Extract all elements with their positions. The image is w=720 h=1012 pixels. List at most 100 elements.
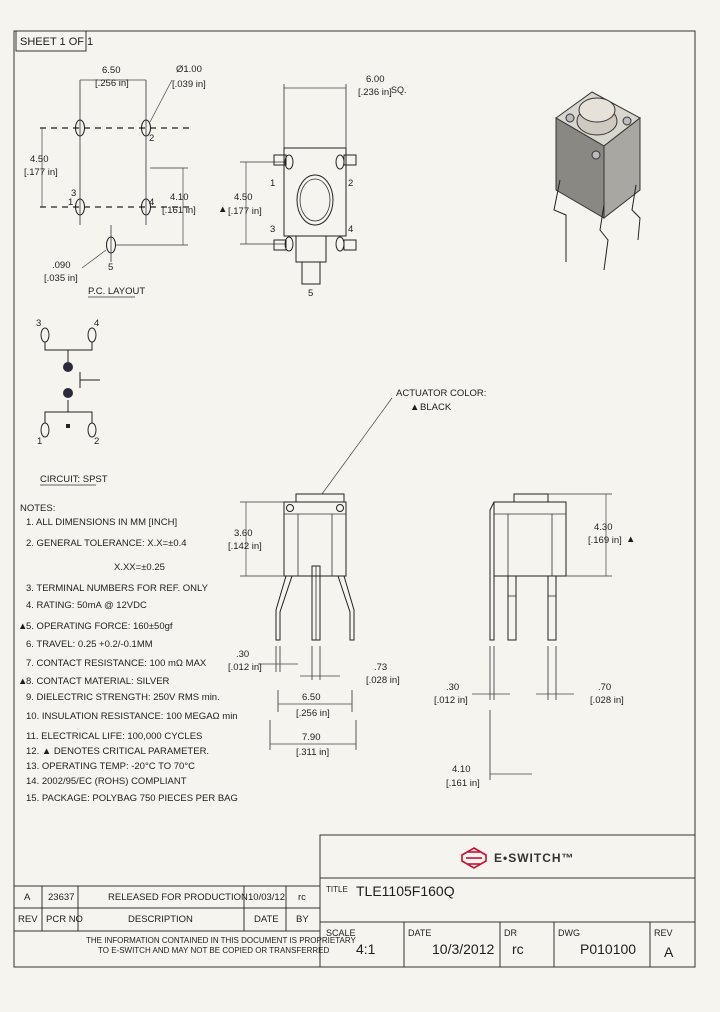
rev-row-rev: A (24, 892, 31, 903)
circuit-label: CIRCUIT: SPST (40, 474, 108, 485)
note-6: 6. TRAVEL: 0.25 +0.2/-0.1MM (26, 639, 153, 650)
note-4: 4. RATING: 50mA @ 12VDC (26, 600, 147, 611)
front-lead-r (337, 575, 355, 641)
pc-layout-label: P.C. LAYOUT (88, 286, 145, 297)
pc-layout: 6.50 [.256 in] Ø1.00 [.039 in] 4.50 [.17… (24, 64, 206, 298)
dwg-value: P010100 (580, 941, 636, 957)
iso-lead-3 (631, 184, 641, 241)
pc-dim-dia: Ø1.00 (176, 64, 202, 75)
front-view: 3.60 [.142 in] .30 [.012 in] .73 [.028 i… (228, 493, 400, 758)
disclaimer-line-1: THE INFORMATION CONTAINED IN THIS DOCUME… (86, 936, 356, 945)
circuit-diagram: 3 4 1 2 CIRCUIT: SPST (36, 318, 108, 486)
side-dim-030-in: [.012 in] (434, 695, 468, 706)
rev-header-pcr: PCR NO (46, 914, 83, 925)
top-pin-4-tab (343, 239, 357, 251)
side-dim-030: .30 (446, 682, 459, 693)
top-pin-3-tab (273, 239, 287, 251)
front-dim-360: 3.60 (234, 528, 253, 539)
iso-right-face (603, 116, 641, 220)
pc-dim-450: 4.50 (30, 154, 49, 165)
rev-header-rev: REV (18, 914, 38, 925)
note-2b: X.XX=±0.25 (114, 562, 165, 573)
rev-row-pcr: 23637 (48, 892, 74, 903)
date-value: 10/3/2012 (432, 941, 494, 957)
front-dim-030: .30 (236, 649, 249, 660)
front-dim-073: .73 (374, 662, 387, 673)
pc-dim-090-in: [.035 in] (44, 273, 78, 284)
rev-value: A (664, 944, 674, 960)
brand-name: E•SWITCH™ (494, 851, 575, 865)
pc-dim-090-leader (81, 249, 107, 269)
note-14: 14. 2002/95/EC (ROHS) COMPLIANT (26, 776, 187, 787)
front-dim-790-in: [.311 in] (296, 747, 329, 758)
iso-stud-1 (565, 113, 575, 123)
circuit-pin-3: 3 (36, 318, 41, 329)
rev-row-date: 10/03/12 (248, 892, 285, 903)
circuit-junction (66, 424, 70, 428)
note-1: 1. ALL DIMENSIONS IN MM [INCH] (26, 517, 177, 528)
note-9: 9. DIELECTRIC STRENGTH: 250V RMS min. (26, 692, 220, 703)
circuit-bottom-bus (44, 411, 93, 423)
scale-value: 4:1 (356, 941, 376, 957)
top-view-skirt (295, 236, 327, 263)
rev-row-by: rc (298, 892, 306, 903)
top-view-actuator (296, 174, 334, 226)
title-block-frame (319, 834, 696, 968)
dr-value: rc (512, 941, 524, 957)
iso-stud-2 (622, 116, 632, 126)
note-3: 3. TERMINAL NUMBERS FOR REF. ONLY (26, 583, 209, 594)
pc-dim-410-in: [.161 in] (162, 205, 196, 216)
front-stud-l (286, 504, 294, 512)
note-13: 13. OPERATING TEMP: -20°C TO 70°C (26, 761, 195, 772)
top-dim-600-in: [.236 in] (358, 87, 392, 98)
critical-triangle: ▲ (410, 402, 419, 413)
pc-dim-450-in: [.177 in] (24, 167, 58, 178)
eswitch-logo: E•SWITCH™ (461, 847, 575, 869)
note-5: 5. OPERATING FORCE: 160±50gf (26, 621, 173, 632)
iso-lead-1 (553, 179, 567, 262)
circuit-top-bus (44, 342, 93, 351)
top-pin-1-tab (273, 154, 287, 166)
top-dim-600: 6.00 (366, 74, 385, 85)
pc-dim-410: 4.10 (170, 192, 189, 203)
circuit-pin-4: 4 (94, 318, 99, 329)
circuit-pin4-terminal (87, 327, 97, 343)
top-view-actuator-inner (299, 178, 331, 222)
front-actuator (295, 493, 345, 503)
note-7: 7. CONTACT RESISTANCE: 100 mΩ MAX (26, 658, 207, 669)
disclaimer-line-2: TO E-SWITCH AND MAY NOT BE COPIED OR TRA… (98, 946, 330, 955)
pc-dia-leader (149, 79, 173, 123)
rev-header-date: DATE (254, 914, 279, 925)
top-pin-4: 4 (348, 224, 353, 235)
sheet-number-box (15, 30, 87, 52)
circuit-pin3-terminal (40, 327, 50, 343)
pc-dim-650-in: [.256 in] (95, 78, 129, 89)
top-dim-sq: SQ. (391, 85, 407, 95)
critical-triangle: ▲ (626, 534, 635, 545)
critical-triangle: ▲ (18, 621, 27, 632)
rev-header-by: BY (296, 914, 309, 925)
circuit-pin-1: 1 (37, 436, 42, 447)
pc-dim-090: .090 (52, 260, 71, 271)
side-actuator (513, 493, 549, 503)
pc-pin-5: 5 (108, 262, 113, 273)
critical-triangle: ▲ (218, 204, 227, 215)
pc-pin-2: 2 (149, 133, 154, 144)
critical-triangle: ▲ (18, 676, 27, 687)
side-dim-070: .70 (598, 682, 611, 693)
top-pin-1: 1 (270, 178, 275, 189)
actuator-leader (321, 397, 393, 495)
top-view: 6.00 [.236 in] SQ. ▲ 4.50 [.177 in] 1 2 … (218, 74, 407, 299)
scale-label: SCALE (326, 928, 356, 938)
sheet-number: SHEET 1 OF 1 (20, 36, 93, 48)
pc-dim-dia-in: [.039 in] (172, 79, 206, 90)
front-dim-790: 7.90 (302, 732, 321, 743)
note-15: 15. PACKAGE: POLYBAG 750 PIECES PER BAG (26, 793, 238, 804)
side-dim-430-in: [.169 in] (588, 535, 622, 546)
iso-actuator-top (578, 97, 616, 123)
rev-header-desc: DESCRIPTION (128, 914, 193, 925)
side-dim-410-in: [.161 in] (446, 778, 480, 789)
top-pin-2-hole (335, 154, 345, 170)
side-lead-r (547, 575, 557, 641)
